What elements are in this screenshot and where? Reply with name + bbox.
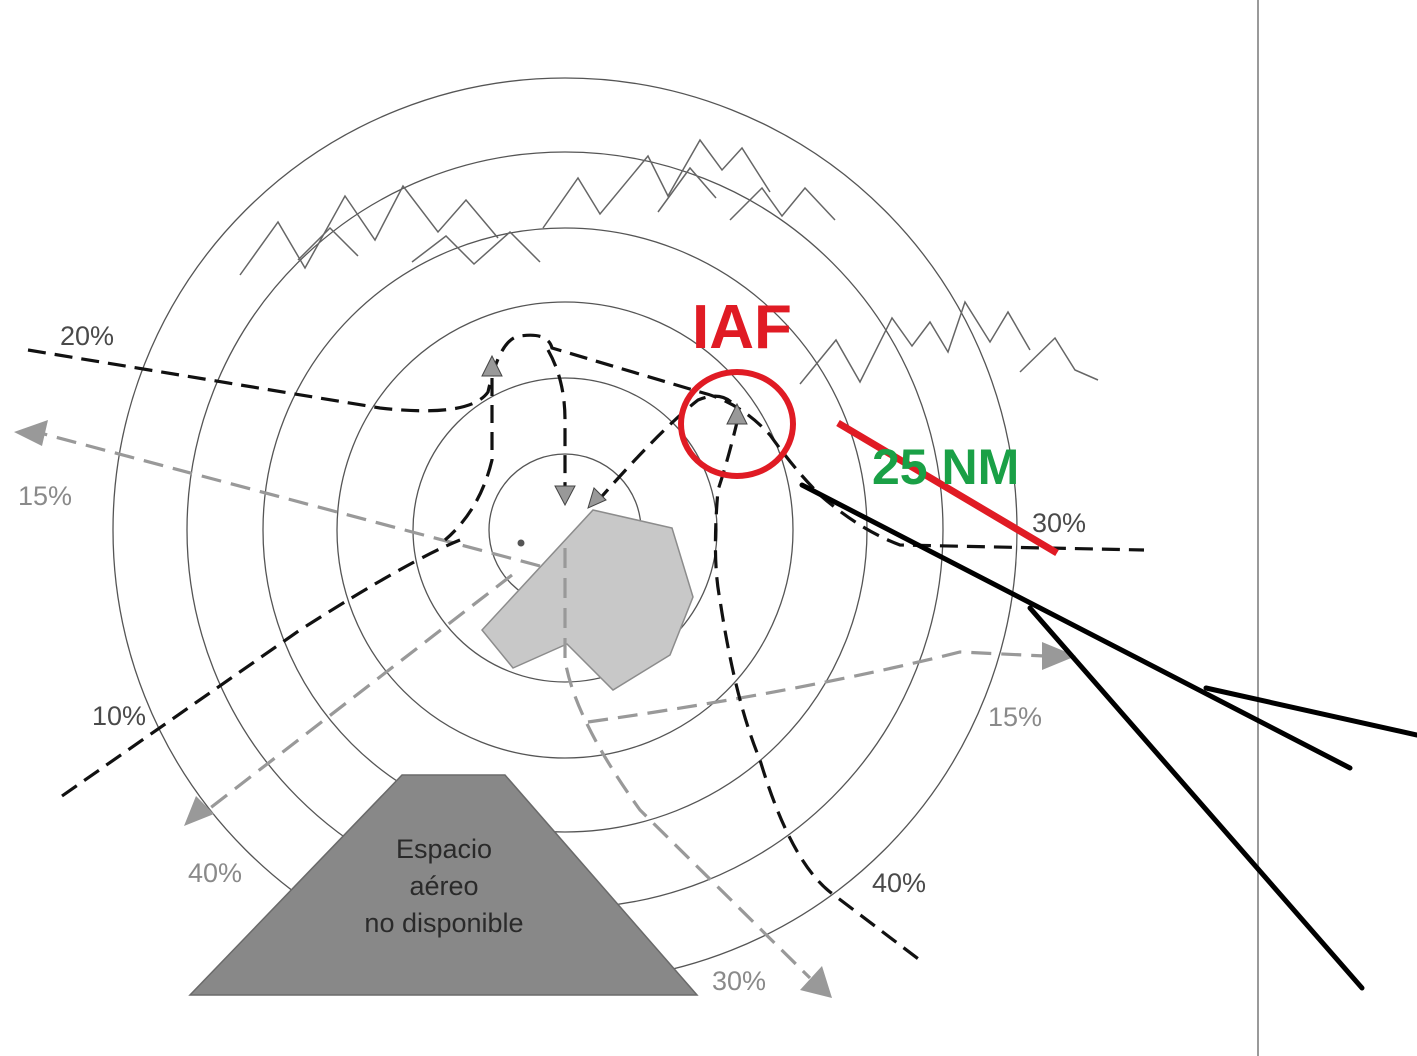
arrival-arrow-iaf-icon <box>726 402 748 425</box>
iaf-marker <box>678 369 796 479</box>
departure-arrow-south-icon <box>800 966 832 998</box>
gradient-label-bottom-gray: 30% <box>712 966 766 996</box>
airport-area <box>481 509 694 691</box>
gradient-label-lower-left: 10% <box>92 701 146 731</box>
arrival-route-final <box>546 349 567 492</box>
distance-label: 25 NM <box>872 439 1019 495</box>
arrival-route-10pct-iaf <box>594 394 737 505</box>
departure-arrow-east-icon <box>1042 642 1076 670</box>
gradient-label-right-upper: 30% <box>1032 508 1086 538</box>
gradient-label-bottom-right: 40% <box>872 868 926 898</box>
arrival-arrow-north-icon <box>481 354 503 377</box>
departure-route-west <box>43 432 541 568</box>
departure-route-south <box>563 548 812 980</box>
unavailable-airspace <box>188 774 699 996</box>
arrival-arrow-sw-icon <box>587 487 607 509</box>
gradient-label-left-gray: 15% <box>18 481 72 511</box>
departure-route-southwest <box>204 573 513 814</box>
arrival-route-from-20pct-loop <box>443 378 494 542</box>
gradient-label-right-gray: 15% <box>988 702 1042 732</box>
range-ring-5 <box>186 151 944 909</box>
route-lines <box>799 482 1417 991</box>
aerodrome-reference-point <box>517 539 525 547</box>
departure-routes <box>43 432 1046 980</box>
gradient-label-bottom-left-gray: 40% <box>188 858 242 888</box>
unavailable-airspace-label-1: Espacio <box>396 834 492 864</box>
range-ring-3 <box>336 301 794 759</box>
route-line-right <box>1203 685 1417 738</box>
unavailable-airspace-label-2: aéreo <box>409 871 478 901</box>
arrival-route-40pct <box>713 417 926 966</box>
mountain-terrain-icon <box>239 138 1099 385</box>
iaf-label: IAF <box>692 293 792 362</box>
gradient-label-upper-left: 20% <box>60 321 114 351</box>
departure-arrowheads <box>14 420 1076 998</box>
route-line-main <box>799 482 1353 771</box>
route-line-branch <box>1027 605 1365 991</box>
departure-arrow-west-icon <box>14 420 48 446</box>
arrival-arrowheads <box>481 354 748 509</box>
arrival-arrow-south-icon <box>554 485 576 507</box>
distance-line <box>836 419 1059 557</box>
arrival-route-10pct <box>61 538 461 798</box>
unavailable-airspace-label-3: no disponible <box>364 908 523 938</box>
departure-route-east <box>587 650 1046 724</box>
departure-arrow-southwest-icon <box>184 796 214 826</box>
